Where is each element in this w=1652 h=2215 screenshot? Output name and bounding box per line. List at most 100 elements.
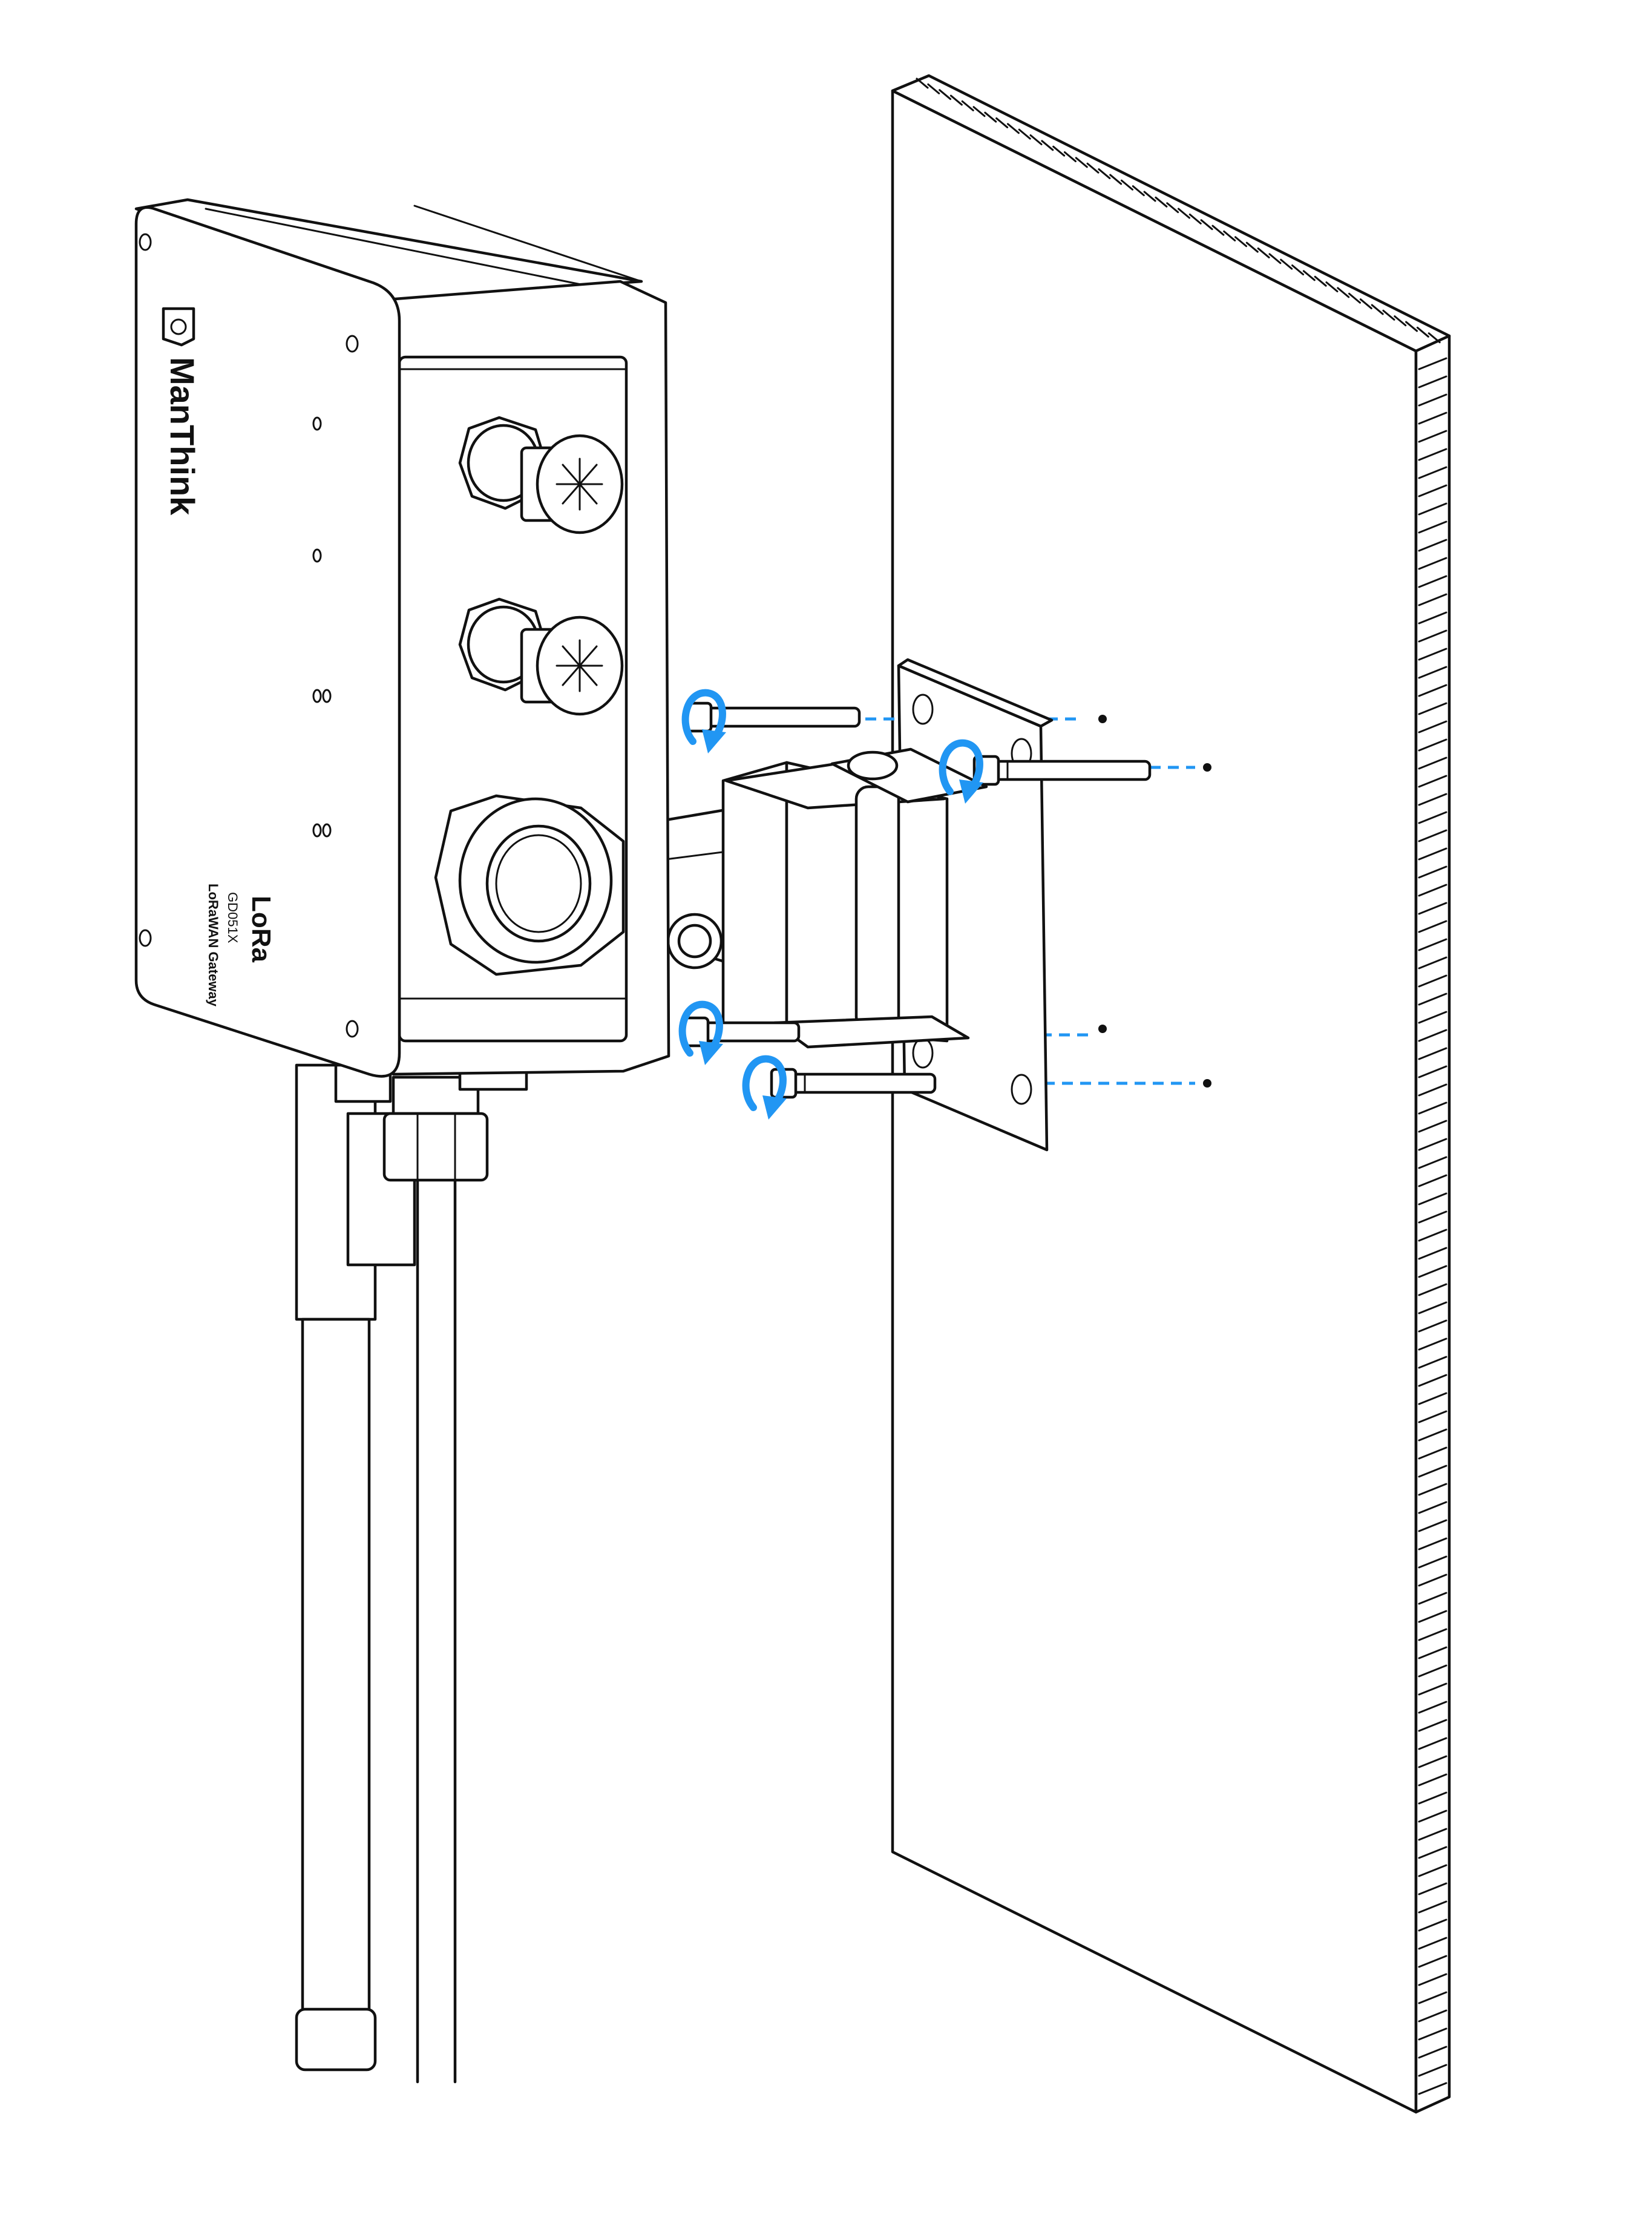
hatch-mark — [949, 94, 963, 106]
hatch-mark — [1418, 684, 1447, 697]
hatch-mark — [1098, 168, 1111, 180]
mounting-bracket — [664, 658, 1054, 1152]
hatch-mark — [1120, 179, 1133, 191]
hatch-mark — [1418, 1392, 1447, 1405]
hatch-mark — [1418, 938, 1447, 951]
wall-side-face — [1414, 334, 1451, 2114]
hatch-mark — [1405, 321, 1418, 332]
hatch-mark — [1418, 1065, 1447, 1078]
led-2 — [312, 548, 322, 563]
front-screw-bottom-right — [346, 1020, 359, 1038]
antenna-connector-middle — [458, 597, 624, 716]
screw-upper-left — [685, 701, 861, 733]
hatch-mark — [1418, 829, 1447, 842]
hatch-mark — [1291, 264, 1305, 275]
star-icon-top — [556, 458, 603, 511]
front-screw-top-left — [139, 233, 152, 251]
hatch-mark — [1418, 1937, 1447, 1950]
curved-arrow-icon — [678, 1000, 723, 1065]
hatch-mark — [1325, 281, 1339, 293]
wall-hole-upper-left — [1098, 715, 1107, 723]
antenna-left-rod — [301, 1318, 371, 2017]
front-screw-top-right — [346, 335, 359, 353]
wall-hole-lower-left — [1098, 1025, 1107, 1033]
hatch-mark — [1418, 720, 1447, 733]
hatch-mark — [1143, 191, 1156, 202]
hatch-mark — [939, 89, 952, 100]
manthink-logo-icon — [162, 307, 195, 347]
curved-arrow-icon — [939, 739, 983, 804]
hatch-mark — [1418, 1864, 1447, 1877]
hatch-mark — [1418, 1029, 1447, 1042]
hatch-mark — [1418, 1265, 1447, 1278]
hatch-mark — [927, 83, 940, 94]
bracket-channel-left-wall — [721, 761, 788, 1031]
led-indicators — [312, 416, 332, 838]
hatch-mark — [1418, 539, 1447, 552]
screw-upper-right — [972, 755, 1152, 786]
star-icon-middle — [556, 639, 603, 692]
hatch-mark — [1075, 157, 1088, 168]
hatch-mark — [1188, 213, 1202, 225]
hatch-mark — [1418, 974, 1447, 988]
hatch-mark — [1418, 1410, 1447, 1423]
hatch-mark — [1418, 1337, 1447, 1351]
hatch-mark — [1155, 196, 1168, 208]
hatch-mark — [1418, 648, 1447, 661]
brand-name: ManThink — [163, 357, 202, 516]
plate-slot-top-left — [912, 694, 934, 725]
hatch-mark — [1418, 1465, 1447, 1478]
curved-arrow-icon — [742, 1055, 787, 1120]
hatch-mark — [1418, 1501, 1447, 1514]
bottom-gland-body — [392, 1075, 480, 1115]
hatch-mark — [1418, 1446, 1447, 1460]
hatch-mark — [1200, 219, 1213, 231]
curved-arrow-icon — [681, 689, 726, 753]
front-screw-bottom-left — [139, 929, 152, 947]
hatch-mark — [1418, 1573, 1447, 1587]
hatch-mark — [1178, 208, 1190, 219]
hatch-mark — [1418, 448, 1447, 461]
hatch-mark — [1418, 702, 1447, 715]
hatch-mark — [1418, 593, 1447, 606]
hatch-mark — [961, 100, 974, 111]
hatch-mark — [1418, 629, 1447, 643]
lid-edge-1 — [205, 208, 582, 286]
hatch-mark — [1418, 520, 1447, 534]
wall-plate-edge — [897, 658, 1054, 728]
gateway-enclosure: ManThink LoRaWAN Gateway GD051X LoRa — [134, 198, 670, 1078]
hatch-mark — [1418, 575, 1447, 588]
cable-gland-large — [434, 794, 625, 976]
hatch-mark — [1418, 357, 1447, 370]
hatch-mark — [1418, 1810, 1447, 1823]
hatch-mark — [1418, 1610, 1447, 1623]
hatch-mark — [1418, 557, 1447, 570]
screw-lower-right — [770, 1068, 937, 1099]
hatch-mark — [1418, 1229, 1447, 1242]
lora-logo: LoRa — [246, 896, 276, 963]
hatch-mark — [1418, 1555, 1447, 1569]
hatch-mark — [1418, 902, 1447, 915]
hatch-mark — [1418, 1737, 1447, 1750]
hatch-mark — [1418, 1138, 1447, 1151]
led-6 — [322, 823, 332, 838]
hatch-mark — [1234, 236, 1248, 248]
hatch-mark — [1418, 1755, 1447, 1768]
hatch-mark — [1166, 202, 1179, 214]
hatch-mark — [1314, 275, 1327, 287]
brand-block: ManThink — [162, 307, 202, 516]
top-nut — [847, 750, 899, 781]
rotation-arrows — [678, 689, 983, 1120]
hatch-mark — [1006, 123, 1020, 134]
hatch-mark — [1018, 128, 1031, 140]
hatch-mark — [1223, 230, 1236, 241]
led-1 — [312, 416, 322, 431]
hatch-mark — [1418, 1319, 1447, 1333]
hatch-mark — [1418, 2009, 1447, 2023]
hatch-mark — [1348, 292, 1362, 304]
hatch-mark — [984, 111, 997, 123]
hatch-mark — [1418, 811, 1447, 824]
hatch-mark — [1337, 287, 1350, 298]
hatch-mark — [1418, 484, 1447, 497]
hatch-mark — [1418, 1247, 1447, 1260]
